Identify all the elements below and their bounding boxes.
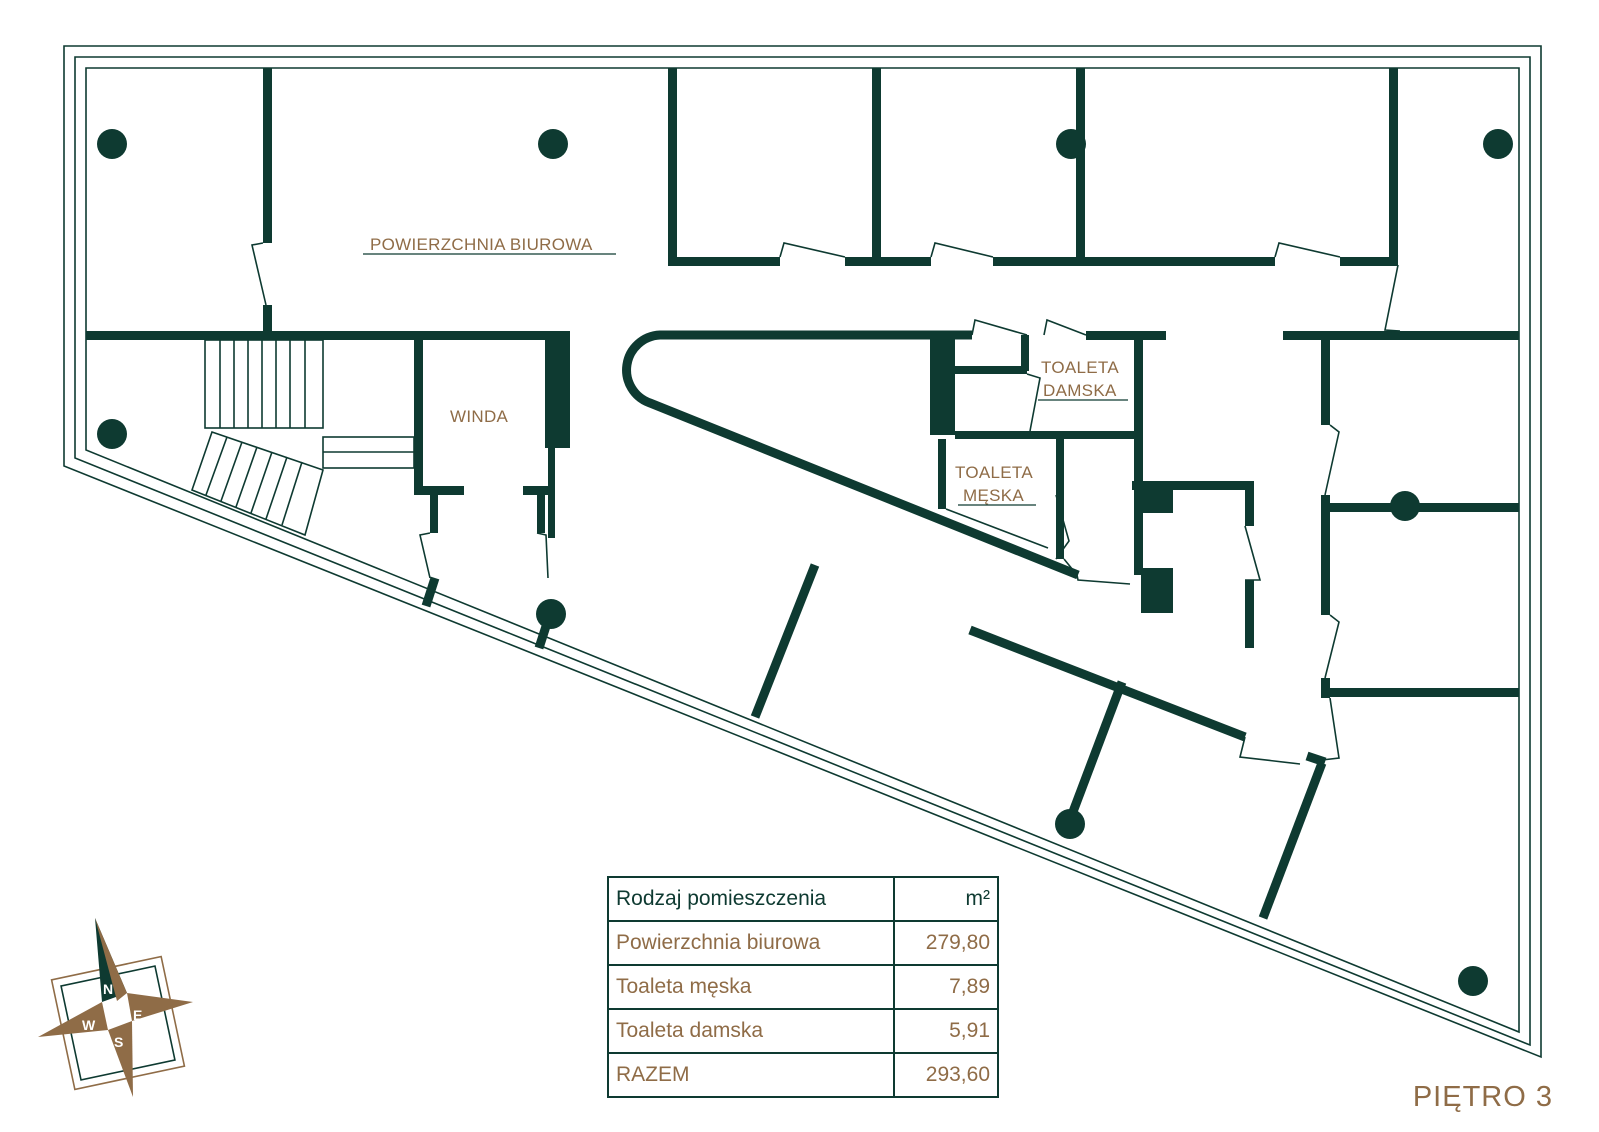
row-name: Toaleta damska [607, 1008, 895, 1054]
compass-rose: N E S W [38, 918, 193, 1097]
compass-e: E [133, 1007, 142, 1023]
row-name: Powierzchnia biurowa [607, 920, 895, 966]
label-elevator: WINDA [450, 407, 509, 426]
row-value: 279,80 [893, 920, 999, 966]
label-wc-women-1: TOALETA [1041, 358, 1119, 377]
label-wc-women-2: DAMSKA [1043, 381, 1117, 400]
table-row: RAZEM 293,60 [607, 1052, 999, 1098]
header-unit: m² [893, 876, 999, 922]
row-name: Toaleta męska [607, 964, 895, 1010]
label-wc-men-1: TOALETA [955, 463, 1033, 482]
row-name: RAZEM [607, 1052, 895, 1098]
label-wc-men-2: MĘSKA [963, 486, 1024, 505]
compass-n: N [103, 981, 113, 997]
compass-w: W [82, 1017, 96, 1033]
table-row: Toaleta damska 5,91 [607, 1008, 999, 1054]
label-office: POWIERZCHNIA BIUROWA [370, 235, 593, 254]
compass-s: S [114, 1034, 123, 1050]
interior-walls [86, 68, 1519, 920]
area-table: Rodzaj pomieszczenia m² Powierzchnia biu… [607, 876, 999, 1098]
outer-walls [63, 45, 1542, 1059]
header-room-type: Rodzaj pomieszczenia [607, 876, 895, 922]
row-value: 293,60 [893, 1052, 999, 1098]
staircase [190, 339, 415, 537]
floor-label: PIĘTRO 3 [1412, 1081, 1553, 1113]
table-row: Powierzchnia biurowa 279,80 [607, 920, 999, 966]
table-header-row: Rodzaj pomieszczenia m² [607, 876, 999, 922]
doors [251, 242, 1401, 765]
row-value: 5,91 [893, 1008, 999, 1054]
columns [97, 129, 1513, 996]
table-row: Toaleta męska 7,89 [607, 964, 999, 1010]
row-value: 7,89 [893, 964, 999, 1010]
